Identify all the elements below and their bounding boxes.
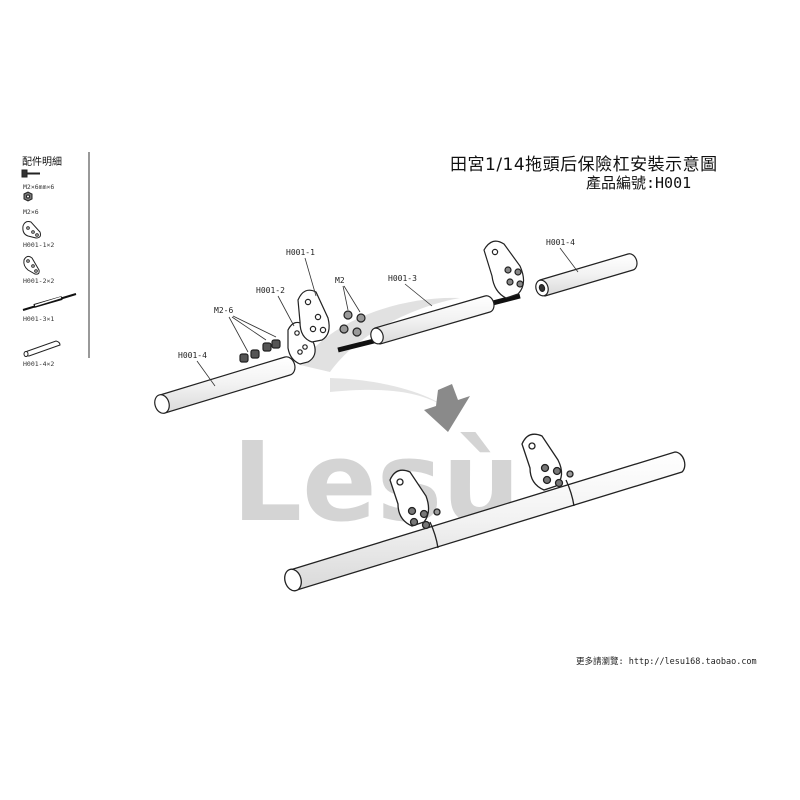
callout-h001-3: H001-3: [388, 274, 417, 283]
plate-h001-2: [287, 321, 316, 365]
page-title: 田宮1/14拖頭后保險杠安裝示意圖: [450, 155, 718, 175]
tube-h001-4-right: [535, 253, 638, 297]
plate-h001-1-icon: [22, 221, 41, 239]
tube-icon: [23, 340, 61, 357]
bracket-left: [389, 469, 441, 530]
callout-h001-4-right: H001-4: [546, 238, 575, 247]
nut-m2: [339, 310, 366, 337]
callout-h001-2: H001-2: [256, 286, 285, 295]
bracket-right: [521, 433, 574, 491]
callout-h001-4-left: H001-4: [178, 351, 207, 360]
footer-url: 更多請瀏覽: http://lesu168.taobao.com: [576, 657, 757, 667]
nut-icon: [23, 191, 33, 202]
parts-item-label: H001-2×2: [23, 277, 55, 285]
parts-item-label: H001-3×1: [23, 315, 55, 323]
exploded-view: [154, 240, 638, 414]
screw-icon: [21, 169, 40, 178]
assembled-bumper: [284, 433, 686, 592]
plate-h001-1: [297, 289, 330, 343]
product-code: 產品編號:H001: [586, 174, 692, 192]
threaded-rod-icon: [22, 293, 77, 311]
parts-item-label: H001-1×2: [23, 241, 55, 249]
parts-item-label: M2×6mm×6: [23, 183, 55, 191]
parts-list-divider: [88, 152, 90, 358]
plate-assembly-right: [483, 240, 525, 299]
leader-lines: [196, 247, 579, 387]
callout-h001-1: H001-1: [286, 248, 315, 257]
parts-list-heading: 配件明細: [22, 157, 62, 168]
assembly-arrow-icon: [424, 384, 470, 432]
plate-h001-2-icon: [23, 255, 40, 275]
parts-item-label: M2×6: [23, 208, 39, 216]
tube-h001-3: [337, 293, 521, 353]
parts-icons: [21, 169, 77, 357]
screw-m2-6: [239, 339, 281, 363]
callout-m2: M2: [335, 276, 345, 285]
callout-m2-6: M2-6: [214, 306, 234, 315]
parts-item-label: H001-4×2: [23, 360, 55, 368]
tube-h001-4-left: [154, 356, 296, 414]
